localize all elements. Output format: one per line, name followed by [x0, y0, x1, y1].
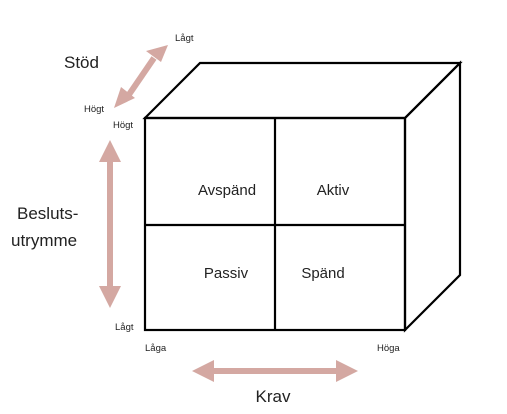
krav-arrow-head-left: [192, 360, 214, 382]
krav-label-hoga: Höga: [377, 343, 400, 354]
quadrant-label-aktiv: Aktiv: [317, 182, 350, 199]
stod-label-lagt: Lågt: [175, 33, 194, 44]
stod-arrow-head-upper: [146, 45, 168, 62]
beslutsutrymme-arrow-head-down: [99, 286, 121, 308]
beslutsutrymme-title-line1: Besluts-: [17, 204, 78, 223]
stod-arrow-shaft: [125, 56, 157, 98]
stod-arrow-head-lower: [114, 87, 135, 108]
beslutsutrymme-arrow-head-up: [99, 140, 121, 162]
beslutsutrymme-label-hogt: Högt: [113, 120, 133, 131]
cube-right-face: [403, 60, 462, 333]
cube: [142, 60, 463, 333]
stod-arrow: [114, 45, 168, 108]
beslutsutrymme-arrow: [99, 140, 121, 308]
quadrant-label-passiv: Passiv: [204, 265, 249, 282]
quadrant-label-spand: Spänd: [301, 265, 344, 282]
beslutsutrymme-label-lagt: Lågt: [115, 322, 134, 333]
krav-arrow: [192, 360, 358, 382]
krav-label-laga: Låga: [145, 343, 167, 354]
quadrant-label-avspand: Avspänd: [198, 182, 256, 199]
krav-arrow-head-right: [336, 360, 358, 382]
stod-axis-title: Stöd: [64, 53, 99, 72]
stod-label-hogt: Högt: [84, 104, 104, 115]
krav-axis-title: Krav: [256, 387, 291, 406]
beslutsutrymme-title-line2: utrymme: [11, 231, 77, 250]
